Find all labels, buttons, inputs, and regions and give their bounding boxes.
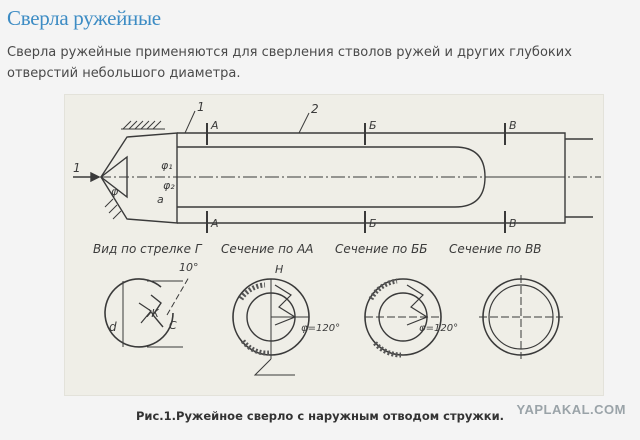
sec-b-top: Б [369,119,377,132]
label-d: d [109,320,117,334]
arrow-number: 1 [73,161,81,175]
sec-b-bottom: Б [369,217,377,230]
sec-a-bottom: А [210,217,219,230]
label-c: C [169,319,177,332]
section-bb [364,278,442,358]
watermark: YAPLAKAL.COM [516,402,626,417]
view-g-section [104,276,190,348]
sec-v-bottom: В [509,217,517,230]
drill-head [100,132,178,224]
part-2-label: 2 [311,102,319,116]
section-vv [479,275,563,359]
label-h: H [275,263,283,276]
drill-shank [177,132,566,224]
label-phi120-bb: φ=120° [419,323,458,334]
label-phi: φ [111,185,119,198]
label-zh: Ж [146,307,160,320]
caption-sec-aa: Сечение по АА [221,242,314,256]
part-1-label: 1 [197,100,205,114]
page-title: Сверла ружейные [7,6,161,30]
sec-v-top: В [509,119,517,132]
label-phi2: φ₂ [163,179,175,192]
cutter-hatch-top [121,120,165,130]
label-phi120-aa: φ=120° [301,323,340,334]
figure-caption: Рис.1.Ружейное сверло с наружным отводом… [135,409,505,423]
sec-a-top: А [210,119,219,132]
drawing-canvas: 1 φ₁ φ₂ φ a А А Б Б В В 1 2 [73,100,601,376]
label-10deg: 10° [179,261,199,274]
label-a: a [157,193,164,206]
caption-sec-vv: Сечение по ВВ [449,242,542,256]
view-arrow-head [90,171,101,183]
caption-sec-bb: Сечение по ББ [335,242,428,256]
label-phi1: φ₁ [161,159,173,172]
cutter-hatch-bottom [104,198,122,220]
caption-view-g: Вид по стрелке Г [93,242,203,256]
intro-paragraph: Сверла ружейные применяются для сверлени… [7,45,572,81]
section-aa [232,278,310,376]
technical-drawing: 1 φ₁ φ₂ φ a А А Б Б В В 1 2 [64,94,604,396]
